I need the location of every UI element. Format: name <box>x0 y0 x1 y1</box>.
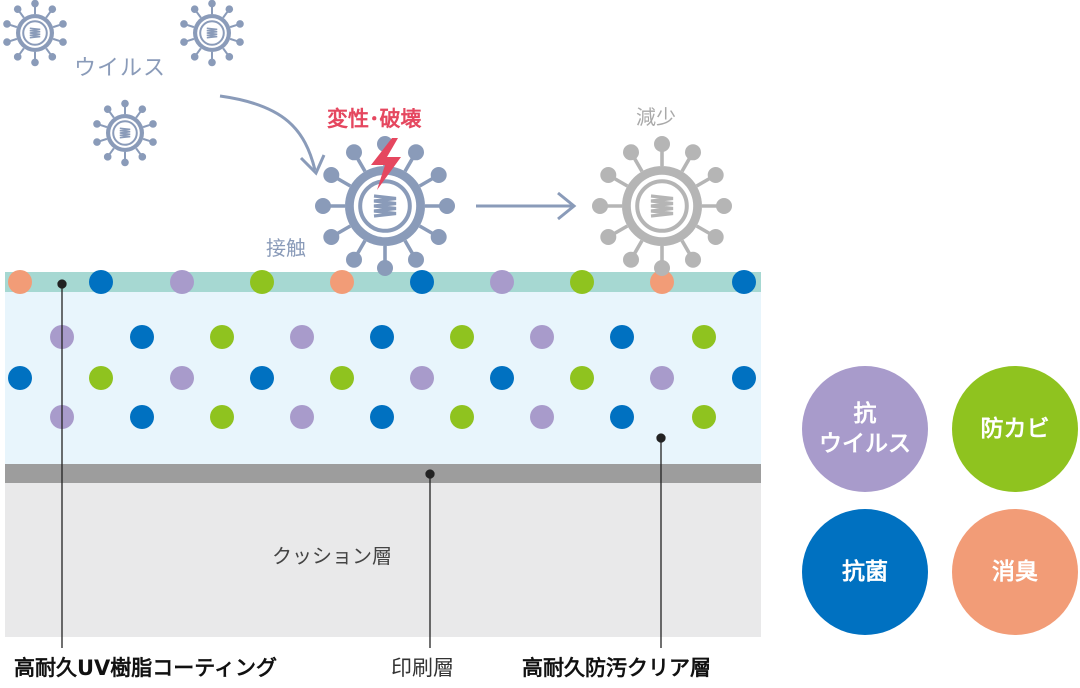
legend-antimold: 防カビ <box>952 366 1078 492</box>
contacted-virus-icon <box>315 136 455 276</box>
particle-dot <box>130 405 154 429</box>
particle-dot <box>210 405 234 429</box>
particle-dot <box>650 366 674 390</box>
decrease-label: 減少 <box>636 105 676 129</box>
legend-antibacterial-text: 抗菌 <box>842 559 888 585</box>
legend-antibacterial: 抗菌 <box>802 509 928 635</box>
virus-icon <box>180 0 244 67</box>
particle-dot <box>170 366 194 390</box>
approach-arrowhead <box>299 154 326 176</box>
particle-dot <box>330 366 354 390</box>
particle-dot <box>570 366 594 390</box>
particle-dot <box>650 270 674 294</box>
clear-layer-label: 高耐久防汚クリア層 <box>522 656 711 680</box>
cushion-layer <box>5 483 761 637</box>
particle-dot <box>8 270 32 294</box>
cushion-layer-label: クッション層 <box>272 544 392 568</box>
particle-dot <box>89 270 113 294</box>
uv-coating-label: 高耐久UV樹脂コーティング <box>14 656 278 680</box>
particle-dot <box>610 325 634 349</box>
contact-label: 接触 <box>266 236 306 260</box>
particle-dot <box>290 405 314 429</box>
particle-dot <box>370 325 394 349</box>
virus-icon <box>3 0 67 67</box>
approach-arrow <box>219 94 317 171</box>
particle-dot <box>610 405 634 429</box>
particle-dot <box>692 325 716 349</box>
particle-dot <box>450 325 474 349</box>
legend-deodorant: 消臭 <box>952 509 1078 635</box>
particle-dot <box>450 405 474 429</box>
particle-dot <box>370 405 394 429</box>
clear-layer <box>5 292 761 464</box>
particle-dot <box>490 270 514 294</box>
legend-antiviral-text: 抗 ウイルス <box>819 401 911 457</box>
particle-dot <box>290 325 314 349</box>
legend-antimold-text: 防カビ <box>980 416 1050 442</box>
print-layer <box>5 464 761 483</box>
virus-label: ウイルス <box>74 56 167 81</box>
legend-deodorant-text: 消臭 <box>992 559 1038 585</box>
particle-dot <box>210 325 234 349</box>
particle-dot <box>692 405 716 429</box>
virus-icon <box>93 99 157 167</box>
particle-dot <box>410 366 434 390</box>
particle-dot <box>250 270 274 294</box>
legend-antiviral: 抗 ウイルス <box>802 366 928 492</box>
particle-dot <box>530 405 554 429</box>
viruses <box>3 0 732 276</box>
particle-dots <box>8 270 756 429</box>
reduced-virus-icon <box>592 136 732 276</box>
particle-dot <box>170 270 194 294</box>
particle-dot <box>330 270 354 294</box>
particle-dot <box>490 366 514 390</box>
particle-dot <box>570 270 594 294</box>
particle-dot <box>732 366 756 390</box>
leader-lines <box>57 279 666 648</box>
particle-dot <box>89 366 113 390</box>
particle-dot <box>250 366 274 390</box>
denature-label: 変性･破壊 <box>327 107 422 131</box>
reduce-arrowhead <box>557 191 577 221</box>
print-layer-label: 印刷層 <box>391 656 454 680</box>
lightning-icon <box>371 138 401 190</box>
particle-dot <box>410 270 434 294</box>
particle-dot <box>732 270 756 294</box>
particle-dot <box>130 325 154 349</box>
particle-dot <box>530 325 554 349</box>
particle-dot <box>8 366 32 390</box>
